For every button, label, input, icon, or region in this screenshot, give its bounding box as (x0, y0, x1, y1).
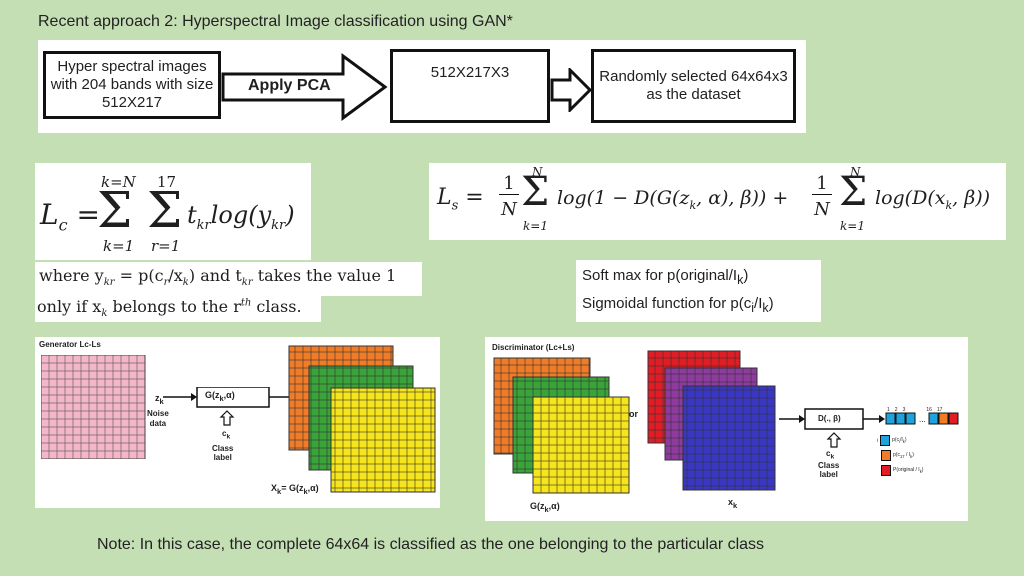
pipeline-panel: Hyper spectral images with 204 bands wit… (38, 40, 806, 133)
pipeline-box-pca: 512X217X3 (390, 49, 550, 123)
sum-s1-bottom: k=1 (523, 219, 548, 233)
legend-class-prob: i p(ci/Ik) (877, 435, 907, 446)
sum-s2-symbol: Σ (839, 169, 868, 215)
softmax-line1: Soft max for p(original/Ik) (582, 267, 749, 287)
softmax-note: Soft max for p(original/Ik) Sigmoidal fu… (576, 260, 821, 322)
loss-s-formula: Ls = 1 N N Σ k=1 log(1 − D(G(zk, α), β))… (429, 163, 1006, 240)
x-input-label: xk (728, 497, 738, 510)
sum-s1-symbol: Σ (521, 169, 550, 215)
softmax-line2: Sigmoidal function for p(ci/Ik) (582, 295, 774, 315)
sum-s1-top: N (532, 165, 543, 179)
pipeline-box-pca-text: 512X217X3 (430, 64, 510, 81)
loss-c-formula: Lc = k=N Σ k=1 17 Σ r=1 tkrlog(ykr) (35, 163, 311, 260)
sum2-bottom: r=1 (151, 237, 181, 255)
generator-title: Generator Lc-Ls (39, 340, 101, 349)
output-legend: i p(ci/Ik) p(c17 / Ik) P(original / Ik) (877, 435, 923, 476)
loss-c-where-line2: only if xk belongs to the rth class. (35, 295, 321, 322)
bottom-note: Note: In this case, the complete 64x64 i… (97, 536, 765, 553)
frac1-den: N (501, 199, 517, 220)
pca-arrow (221, 53, 388, 121)
c-label: ck (222, 429, 231, 441)
generated-input-cube (493, 357, 630, 494)
sum1-top: k=N (101, 173, 136, 191)
pipeline-box-dataset: Randomly selected 64x64x3 as the dataset (591, 49, 796, 123)
loss-s-lhs: Ls = (437, 185, 484, 214)
pipeline-box-input: Hyper spectral images with 204 bands wit… (43, 51, 221, 119)
loss-s-part2: log(D(xk, β)) (875, 187, 991, 212)
frac2-den: N (814, 199, 830, 220)
pipeline-box-input-text: Hyper spectral images with 204 bands wit… (50, 58, 214, 111)
loss-c-lhs: Lc = (40, 198, 100, 235)
xhat-label: Xk= G(zk,α) (271, 483, 319, 496)
sum2-top: 17 (157, 173, 177, 191)
sum1-symbol: Σ (97, 181, 133, 239)
loss-c-where-line1: where ykr = p(cr/xk) and tkr takes the v… (35, 262, 422, 296)
sum2-symbol: Σ (147, 181, 183, 239)
d-c-label: ck (826, 449, 835, 461)
sum-s2-bottom: k=1 (840, 219, 865, 233)
g-box-label: G(zk,α) (205, 390, 235, 403)
loss-c-term: tkrlog(ykr) (187, 201, 295, 233)
discriminator-panel: Discriminator (Lc+Ls) G(zk,α) or xk ... (485, 337, 968, 521)
pca-arrow-label: Apply PCA (248, 77, 331, 94)
frac2-num: 1 (812, 173, 832, 195)
discriminator-title: Discriminator (Lc+Ls) (492, 343, 575, 352)
legend-c17-prob: p(c17 / Ik) (881, 450, 923, 461)
sum-s2-top: N (850, 165, 861, 179)
discriminator-flow: ... (779, 408, 959, 448)
pipeline-box-dataset-text: Randomly selected 64x64x3 as the dataset (599, 68, 788, 103)
svg-text:...: ... (919, 415, 926, 424)
d-box-label: D(., β) (818, 414, 841, 423)
loss-s-part1: log(1 − D(G(zk, α), β)) + (557, 187, 789, 212)
real-input-cube (647, 350, 776, 491)
z-label: zk (155, 393, 164, 406)
noise-grid (41, 355, 146, 459)
pipeline-arrow (550, 68, 592, 112)
frac1-num: 1 (499, 173, 519, 195)
sum1-bottom: k=1 (103, 237, 135, 255)
slide-title: Recent approach 2: Hyperspectral Image c… (38, 13, 513, 30)
generated-cube (288, 345, 436, 493)
or-label: or (629, 409, 638, 419)
g-input-label: G(zk,α) (530, 501, 560, 514)
legend-original-prob: P(original / Ik) (881, 465, 923, 476)
